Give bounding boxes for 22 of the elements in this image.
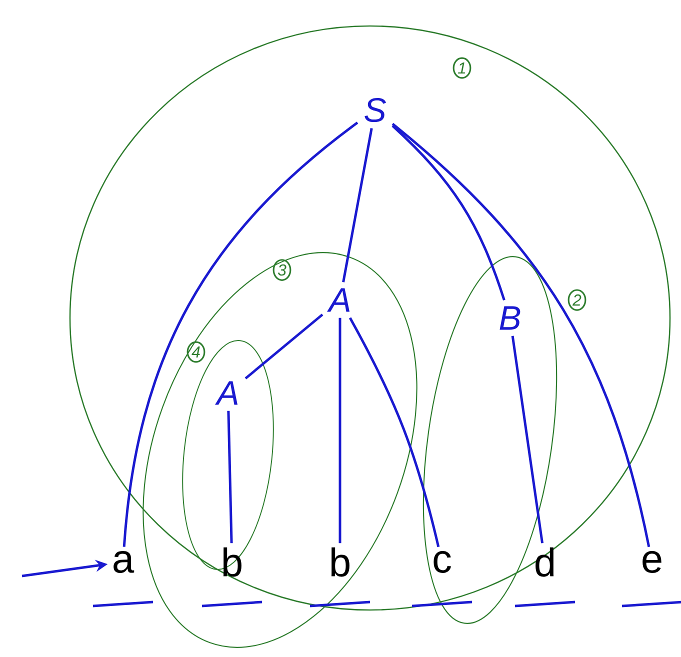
terminal-symbol: b — [331, 547, 350, 577]
tree-branch — [338, 318, 342, 544]
tree-branch — [511, 336, 544, 544]
nonterminal-symbol: B — [500, 306, 520, 330]
tree-branch — [392, 122, 650, 548]
callout-number: 1 — [452, 57, 472, 79]
nonterminal-symbol: S — [364, 98, 386, 122]
tree-branch — [244, 314, 324, 380]
tree-branch — [227, 410, 233, 544]
terminal-symbol: c — [434, 551, 451, 573]
terminal-symbol: a — [114, 551, 134, 573]
terminal-symbol: d — [536, 547, 554, 577]
tree-branch — [342, 128, 373, 282]
callout-number: 3 — [272, 259, 292, 281]
terminal-symbol: e — [642, 551, 662, 573]
callout-number: 4 — [186, 341, 206, 363]
tree-branch — [122, 122, 358, 547]
tree-branch — [348, 317, 440, 548]
tree-branch — [392, 124, 506, 300]
nonterminal-symbol: A — [326, 288, 350, 312]
callout-number: 2 — [568, 289, 586, 311]
nonterminal-symbol: A — [214, 381, 238, 405]
